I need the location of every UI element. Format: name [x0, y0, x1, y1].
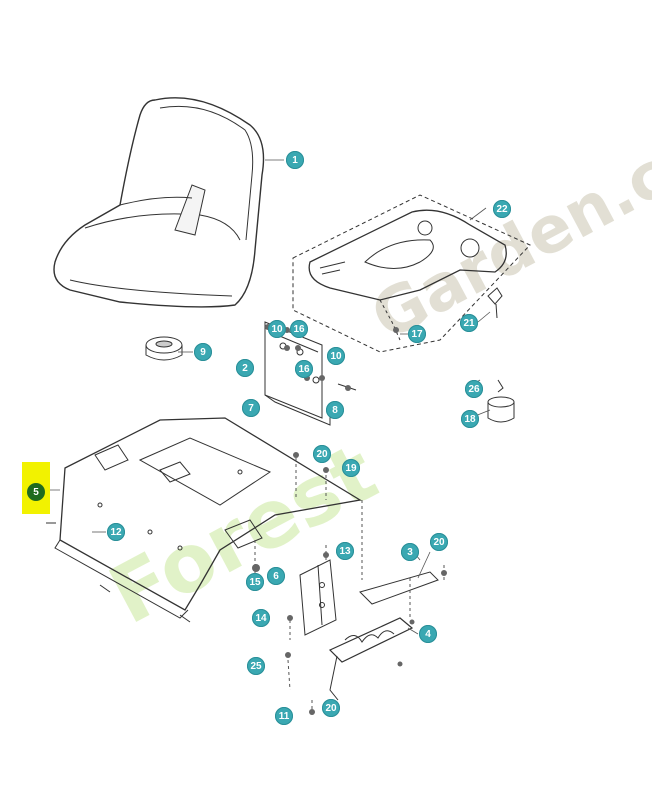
- callout-5[interactable]: 5: [27, 483, 45, 501]
- callout-7[interactable]: 7: [242, 399, 260, 417]
- callout-15[interactable]: 15: [246, 573, 264, 591]
- callout-2[interactable]: 2: [236, 359, 254, 377]
- callout-20-mid[interactable]: 20: [430, 533, 448, 551]
- callout-14[interactable]: 14: [252, 609, 270, 627]
- callout-21[interactable]: 21: [460, 314, 478, 332]
- callout-10-mid[interactable]: 10: [327, 347, 345, 365]
- side-bracket: [299, 559, 337, 636]
- callout-11[interactable]: 11: [275, 707, 293, 725]
- callout-6[interactable]: 6: [267, 567, 285, 585]
- part-18-bumper: [487, 379, 515, 423]
- pedal-assembly: [328, 571, 439, 701]
- callout-9[interactable]: 9: [194, 343, 212, 361]
- part-9-knob: [145, 336, 183, 361]
- guide-lines: [254, 458, 445, 715]
- callout-18[interactable]: 18: [461, 410, 479, 428]
- callout-20-top[interactable]: 20: [313, 445, 331, 463]
- seat: [53, 97, 265, 308]
- callout-16-top[interactable]: 16: [290, 320, 308, 338]
- callout-25[interactable]: 25: [247, 657, 265, 675]
- callout-10-top[interactable]: 10: [268, 320, 286, 338]
- callout-1[interactable]: 1: [286, 151, 304, 169]
- callout-16-mid[interactable]: 16: [295, 360, 313, 378]
- callout-20-bottom[interactable]: 20: [322, 699, 340, 717]
- callout-3[interactable]: 3: [401, 543, 419, 561]
- callout-17[interactable]: 17: [408, 325, 426, 343]
- frame-panel: [46, 417, 362, 623]
- callout-22[interactable]: 22: [493, 200, 511, 218]
- callout-19[interactable]: 19: [342, 459, 360, 477]
- fasteners: [252, 324, 447, 715]
- callout-13[interactable]: 13: [336, 542, 354, 560]
- leader-lines: [40, 159, 491, 635]
- seat-plate-group: [292, 194, 531, 353]
- callout-8[interactable]: 8: [326, 401, 344, 419]
- callout-4[interactable]: 4: [419, 625, 437, 643]
- callout-12[interactable]: 12: [107, 523, 125, 541]
- callout-26[interactable]: 26: [465, 380, 483, 398]
